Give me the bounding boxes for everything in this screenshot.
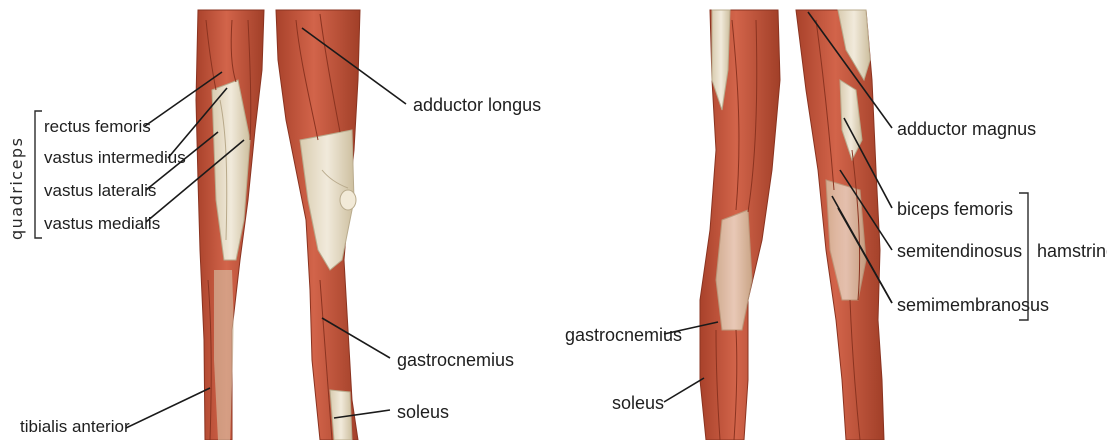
posterior-left-leg bbox=[700, 10, 780, 440]
anterior-right-leg bbox=[196, 10, 264, 440]
anterior-left-leg bbox=[276, 10, 360, 440]
label-soleus-anterior: soleus bbox=[397, 402, 449, 422]
label-vastus-medialis: vastus medialis bbox=[44, 214, 160, 233]
posterior-leg-illustration bbox=[700, 10, 884, 440]
quadriceps-group-label: quadriceps bbox=[7, 137, 26, 240]
leader-soleus-posterior bbox=[664, 378, 704, 402]
hamstrings-group-label: hamstrings bbox=[1037, 241, 1107, 261]
label-semimembranosus: semimembranosus bbox=[897, 295, 1049, 315]
label-gastrocnemius-anterior: gastrocnemius bbox=[397, 350, 514, 370]
label-vastus-lateralis: vastus lateralis bbox=[44, 181, 156, 200]
label-adductor-magnus: adductor magnus bbox=[897, 119, 1036, 139]
quadriceps-bracket bbox=[35, 111, 42, 238]
label-tibialis-anterior: tibialis anterior bbox=[20, 417, 130, 436]
label-rectus-femoris: rectus femoris bbox=[44, 117, 151, 136]
posterior-right-leg bbox=[796, 10, 884, 440]
label-biceps-femoris: biceps femoris bbox=[897, 199, 1013, 219]
anterior-leg-illustration bbox=[196, 10, 360, 440]
label-gastrocnemius-posterior: gastrocnemius bbox=[565, 325, 682, 345]
label-semitendinosus: semitendinosus bbox=[897, 241, 1022, 261]
label-soleus-posterior: soleus bbox=[612, 393, 664, 413]
label-vastus-intermedius: vastus intermedius bbox=[44, 148, 186, 167]
label-adductor-longus: adductor longus bbox=[413, 95, 541, 115]
leader-tibialis-anterior bbox=[126, 388, 210, 428]
